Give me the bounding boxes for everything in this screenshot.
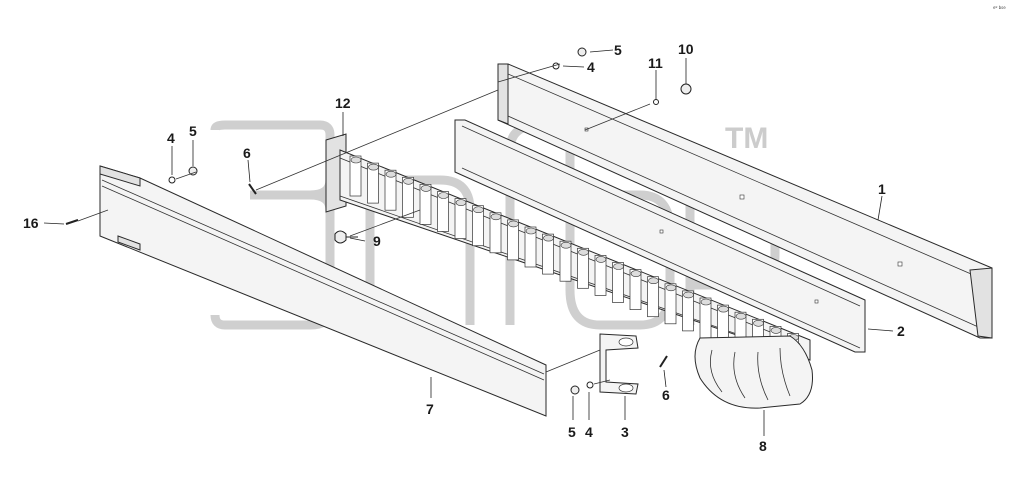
callout-11: 11: [648, 55, 663, 71]
rail-2-part: [454, 119, 866, 353]
chain-link-pin: [473, 206, 484, 213]
chain-link-pin: [700, 298, 712, 306]
callout-6-lower: 6: [662, 387, 670, 403]
screw-6b-part: [659, 355, 668, 368]
nut-5b-part: [188, 166, 198, 176]
callout-10: 10: [678, 41, 694, 57]
chain-link: [489, 212, 502, 254]
chain-link: [507, 219, 519, 261]
callout-leaders: [43, 49, 894, 436]
callout-7: 7: [426, 401, 434, 417]
chain-link-pin: [438, 192, 449, 199]
bracket-3-part: [599, 333, 639, 395]
chain-link-pin: [770, 327, 782, 334]
chain-link-pin: [630, 270, 642, 277]
chain-link-pin: [753, 319, 764, 327]
chain-link-pin: [560, 241, 572, 249]
chain-link: [384, 169, 397, 211]
chain-link: [594, 255, 607, 296]
screw-6a-part: [248, 183, 257, 195]
callout-8: 8: [759, 438, 767, 454]
chain-link: [454, 198, 467, 239]
nut-5a-part: [577, 47, 587, 57]
chain-link: [349, 155, 362, 197]
chain-link: [629, 269, 642, 310]
chain-link-pin: [578, 249, 589, 256]
chain-end-8-part: [694, 335, 813, 409]
bolt-9-part: [334, 230, 358, 244]
chain-link-pin: [420, 185, 432, 192]
washer-4c-part: [586, 381, 594, 389]
chain-link-pin: [648, 277, 659, 285]
callout-1: 1: [878, 181, 886, 197]
washer-11-part: [653, 99, 659, 105]
chain-link: [419, 184, 432, 225]
callout-12: 12: [335, 95, 351, 111]
chain-link-pin: [613, 263, 624, 270]
assembly-lines: [77, 63, 651, 385]
chain-link-pin: [368, 163, 379, 171]
cover-7-part: [99, 165, 547, 417]
chain-link: [524, 226, 537, 268]
chain-link: [542, 233, 554, 275]
callout-2: 2: [897, 323, 905, 339]
chain-link-pin: [595, 256, 607, 263]
callout-4-lower: 4: [585, 424, 593, 440]
callout-6-upper: 6: [243, 145, 251, 161]
chain-link-pin: [525, 227, 537, 235]
callout-4-left: 4: [167, 130, 175, 146]
chain-link: [472, 205, 484, 247]
chain-link: [559, 240, 572, 282]
chain-link-pin: [543, 234, 554, 242]
chain-link: [647, 276, 659, 318]
chain-link-pin: [683, 291, 694, 299]
chain-link-pin: [718, 305, 729, 313]
callout-3: 3: [621, 424, 629, 440]
callout-numbers: 1 2 3 4 5 6 7 8 9 10 11 12 5 4 4 5 6 16: [23, 41, 905, 454]
watermark-tm: TM: [725, 122, 768, 155]
chain-link: [437, 191, 449, 232]
washer-4b-part: [168, 176, 176, 184]
nut-10-part: [680, 83, 692, 95]
nut-5c-part: [570, 385, 580, 395]
chain-link-pin: [385, 170, 397, 178]
chain-link-pin: [403, 178, 414, 185]
callout-16: 16: [23, 215, 39, 231]
chain-link-pin: [508, 220, 519, 228]
callout-9: 9: [373, 233, 381, 249]
callout-4-top: 4: [587, 59, 595, 75]
callout-5-left: 5: [189, 123, 197, 139]
chain-link: [367, 162, 379, 204]
rail-1-part: [497, 63, 993, 339]
chain-link: [612, 262, 624, 303]
bolt-16-part: [65, 219, 79, 225]
chain-link: [402, 176, 414, 218]
chain-link: [577, 247, 589, 289]
hardware: [65, 47, 692, 395]
callout-5-lower: 5: [568, 424, 576, 440]
chain-link-pin: [665, 284, 677, 292]
chain-link: [664, 283, 677, 325]
chain-link-pin: [455, 199, 467, 206]
callout-5-top: 5: [614, 42, 622, 58]
chain-link-pin: [735, 312, 747, 320]
chain-12-part: [325, 133, 811, 374]
corner-tag: eº bse: [993, 5, 1006, 10]
chain-link: [682, 290, 694, 332]
chain-link-pin: [350, 156, 362, 164]
chain-link-pin: [490, 213, 502, 221]
